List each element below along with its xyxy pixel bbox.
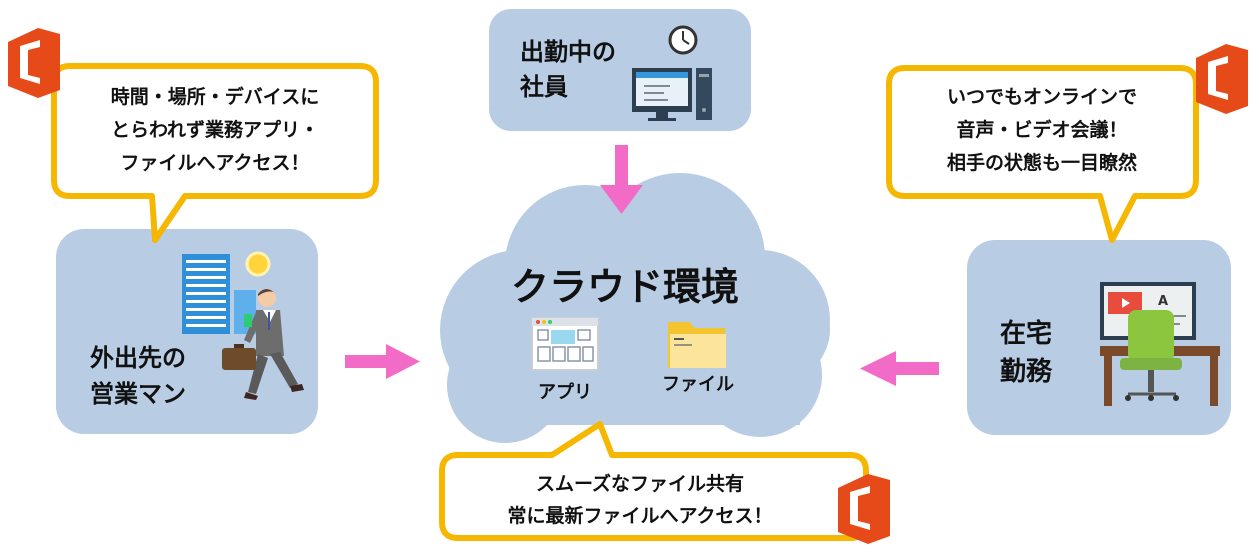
bubble-right-line3: 相手の状態も一目瞭然 bbox=[947, 151, 1137, 174]
office-building-icon bbox=[182, 254, 256, 334]
app-window-icon bbox=[531, 317, 599, 371]
svg-text:A: A bbox=[1158, 294, 1168, 309]
bubble-bottom: スムーズなファイル共有 常に最新ファイルへアクセス！ bbox=[439, 421, 869, 541]
arrow-left-to-cloud bbox=[345, 344, 420, 379]
bubble-right: いつでもオンラインで 音声・ビデオ会議！ 相手の状態も一目瞭然 bbox=[886, 65, 1199, 243]
office-worker-label-line1: 出勤中の bbox=[520, 38, 616, 66]
remote-worker-node: 在宅 勤務 A bbox=[967, 240, 1231, 435]
bubble-right-line2: 音声・ビデオ会議！ bbox=[956, 118, 1127, 141]
office-logo-icon bbox=[1196, 44, 1248, 114]
clock-icon bbox=[668, 25, 698, 55]
bubble-left-line1: 時間・場所・デバイスに bbox=[111, 85, 319, 108]
field-sales-label-line1: 外出先の bbox=[90, 344, 186, 372]
cloud-title: クラウド環境 bbox=[511, 265, 739, 309]
home-desk-icon: A bbox=[1100, 282, 1220, 406]
app-label: アプリ bbox=[538, 381, 592, 403]
remote-worker-label-line1: 在宅 bbox=[1000, 318, 1052, 349]
field-sales-node: 外出先の 営業マン bbox=[56, 229, 318, 434]
bubble-right-line1: いつでもオンラインで bbox=[947, 86, 1137, 108]
office-logo-icon bbox=[8, 28, 60, 98]
field-sales-label-line2: 営業マン bbox=[90, 380, 186, 408]
sun-icon bbox=[245, 251, 271, 277]
bubble-bottom-line2: 常に最新ファイルへアクセス！ bbox=[507, 504, 772, 527]
office-worker-label-line2: 社員 bbox=[520, 73, 568, 101]
arrow-right-to-cloud bbox=[860, 351, 939, 386]
desktop-computer-icon bbox=[632, 68, 712, 121]
bubble-bottom-line1: スムーズなファイル共有 bbox=[536, 472, 744, 495]
bubble-left-line2: とらわれず業務アプリ・ bbox=[111, 118, 319, 141]
bubble-left-line3: ファイルへアクセス！ bbox=[120, 152, 309, 174]
arrow-top-to-cloud bbox=[600, 145, 643, 214]
bubble-left: 時間・場所・デバイスに とらわれず業務アプリ・ ファイルへアクセス！ bbox=[51, 63, 379, 243]
file-label: ファイル bbox=[662, 374, 734, 395]
remote-worker-label-line2: 勤務 bbox=[1000, 357, 1053, 387]
office-logo-icon bbox=[838, 474, 890, 544]
walking-businessman-icon bbox=[222, 289, 304, 400]
cloud-environment: クラウド環境 アプリ ファイル bbox=[440, 173, 830, 443]
office-worker-node: 出勤中の 社員 bbox=[489, 9, 751, 131]
folder-icon bbox=[668, 322, 726, 368]
